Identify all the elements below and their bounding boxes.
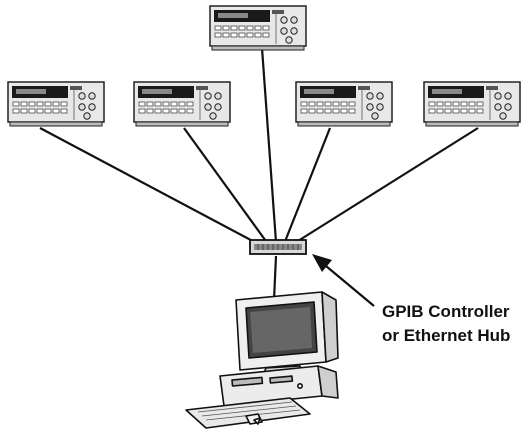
instrument-right-1: [295, 81, 393, 127]
cable-hub-computer: [272, 255, 278, 301]
callout-line-1: GPIB Controller: [382, 302, 510, 321]
hub-icon: [249, 239, 307, 255]
computer-icon: [185, 291, 339, 429]
cable-left-2: [183, 127, 269, 245]
cable-right-2: [289, 127, 479, 247]
callout-arrow-icon: [312, 254, 375, 307]
instrument-right-2: [423, 81, 521, 127]
callout-line-2: or Ethernet Hub: [382, 326, 511, 345]
cable-right-1: [282, 127, 332, 245]
cable-left-1: [39, 127, 263, 247]
cables: [39, 47, 479, 301]
cable-top: [260, 47, 278, 243]
instrument-left-2: [133, 81, 231, 127]
instrument-top: [209, 5, 307, 51]
instrument-left-1: [7, 81, 105, 127]
